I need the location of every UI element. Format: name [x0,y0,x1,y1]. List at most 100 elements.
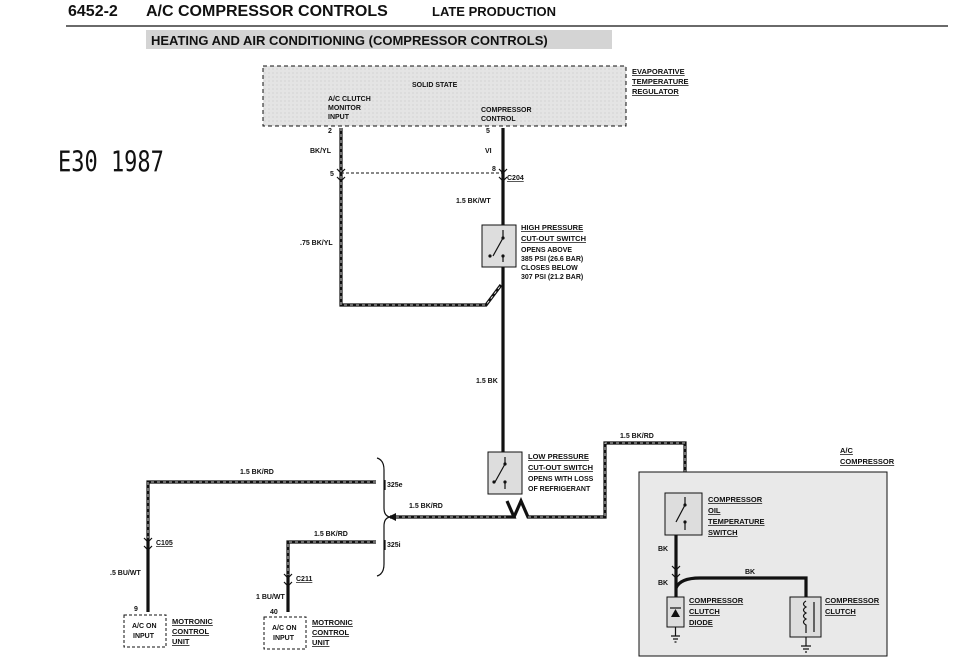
hp-desc-4: 307 PSI (21.2 BAR) [521,274,583,281]
wire-bk-rd-stripe [528,442,686,518]
motronic-a-label-1: MOTRONIC [172,617,213,626]
wire-bk-yl [339,128,503,307]
pin-2: 2 [328,128,332,135]
motronic-a-label-2: CONTROL [172,627,209,636]
regulator-module [262,65,627,127]
motronic-b-box-2: INPUT [273,635,295,642]
motronic-b-box [263,616,307,650]
wire-label-bk-a: BK [658,546,668,553]
hp-desc-1: OPENS ABOVE [521,247,572,254]
clutch-coil [802,600,808,633]
hp-node-c [488,254,492,258]
motronic-a-box-1: A/C ON [132,623,157,630]
wire-label-bk-b: BK [658,580,668,587]
diagram-subtitle: HEATING AND AIR CONDITIONING (COMPRESSOR… [151,33,548,48]
subtitle-band [146,30,612,49]
compressor-title-1: A/C [840,446,854,455]
oil-title-3: TEMPERATURE [708,517,765,526]
bracket-325e: 325e [387,482,403,489]
compressor-connector [671,565,681,579]
wire-bk-yl-stripe [340,128,502,306]
wire-325e-stripe [147,481,376,538]
wire-325i-stripe [287,541,376,575]
lp-title-1: LOW PRESSURE [528,452,589,461]
oil-temperature-switch [664,492,703,536]
motronic-b-box-1: A/C ON [272,625,297,632]
model-bracket [376,457,391,577]
arrow-left [388,513,396,521]
wire-label-vi: VI [485,148,492,155]
bracket-325i: 325i [387,542,401,549]
connector-c204-label: C204 [507,175,524,182]
oil-title-1: COMPRESSOR [708,495,763,504]
hp-desc-3: CLOSES BELOW [521,265,578,272]
motronic-a-box [123,614,167,648]
wire-label-bk-rd-top: 1.5 BK/RD [620,433,654,440]
compressor-title-2: COMPRESSOR [840,457,895,466]
connector-c211-label: C211 [296,576,312,583]
clutch-title-1: COMPRESSOR [825,596,880,605]
input-label-2: MONITOR [328,105,361,112]
motronic-b-label-3: UNIT [312,638,330,647]
regulator-title-1: EVAPORATIVE [632,67,685,76]
input-label-3: INPUT [328,114,350,121]
pin-8-label: 8 [492,166,496,173]
motronic-a-box-2: INPUT [133,633,155,640]
lp-node-b [503,480,507,484]
wire-label-bk-wt: 1.5 BK/WT [456,198,491,205]
connector-pin-8 [498,168,508,182]
pin-5-top: 5 [486,128,490,135]
connector-c105 [143,537,153,551]
diode-title-3: DIODE [689,618,713,627]
oil-title-2: OIL [708,506,721,515]
page-code: 6452-2 [68,3,118,20]
wire-label-bu-wt-5: .5 BU/WT [110,570,141,577]
page-title: A/C COMPRESSOR CONTROLS [146,3,388,20]
oil-title-4: SWITCH [708,528,738,537]
oil-node-b [683,520,687,524]
output-label-2: CONTROL [481,116,516,123]
clutch-title-2: CLUTCH [825,607,856,616]
regulator-title-2: TEMPERATURE [632,77,689,86]
lp-desc-2: OF REFRIGERANT [528,486,591,493]
wire-bk-rd-left [390,500,517,519]
solid-state-label: SOLID STATE [412,82,458,89]
wire-label-bk-yl-75: .75 BK/YL [300,240,333,247]
wire-325i [286,540,376,612]
wire-label-bk: 1.5 BK [476,378,498,385]
motronic-b-pin: 40 [270,609,278,616]
lp-title-2: CUT-OUT SWITCH [528,463,593,472]
pin-5-label: 5 [330,171,334,178]
wire-label-bk-c: BK [745,569,755,576]
input-label-1: A/C CLUTCH [328,96,371,103]
diode-symbol [671,609,680,617]
diode-ground [671,627,680,643]
wire-label-bk-rd-low: 1.5 BK/RD [314,531,348,538]
handwritten-note: E30 1987 [58,146,164,180]
lp-node-c [492,480,496,484]
hp-node-b [501,254,505,258]
hp-node-a [501,236,505,240]
diode-title-1: COMPRESSOR [689,596,744,605]
connector-c105-label: C105 [156,540,173,547]
diode-title-2: CLUTCH [689,607,720,616]
motronic-a-pin: 9 [134,606,138,613]
wire-label-bk-yl: BK/YL [310,148,332,155]
wire-325e [146,480,376,612]
connector-pin-5 [336,168,346,182]
motronic-b-label-2: CONTROL [312,628,349,637]
hp-desc-2: 385 PSI (26.6 BAR) [521,256,583,263]
connector-c211 [283,573,293,587]
oil-node-a [683,503,687,507]
hp-title-1: HIGH PRESSURE [521,223,583,232]
motronic-b-label-1: MOTRONIC [312,618,353,627]
motronic-a-label-3: UNIT [172,637,190,646]
production-label: LATE PRODUCTION [432,4,556,19]
lp-node-a [503,462,507,466]
wire-bk-clutch [674,576,808,598]
wire-label-bu-wt-1: 1 BU/WT [256,594,286,601]
hp-title-2: CUT-OUT SWITCH [521,234,586,243]
lp-desc-1: OPENS WITH LOSS [528,476,594,483]
wire-label-bk-rd-left: 1.5 BK/RD [409,503,443,510]
